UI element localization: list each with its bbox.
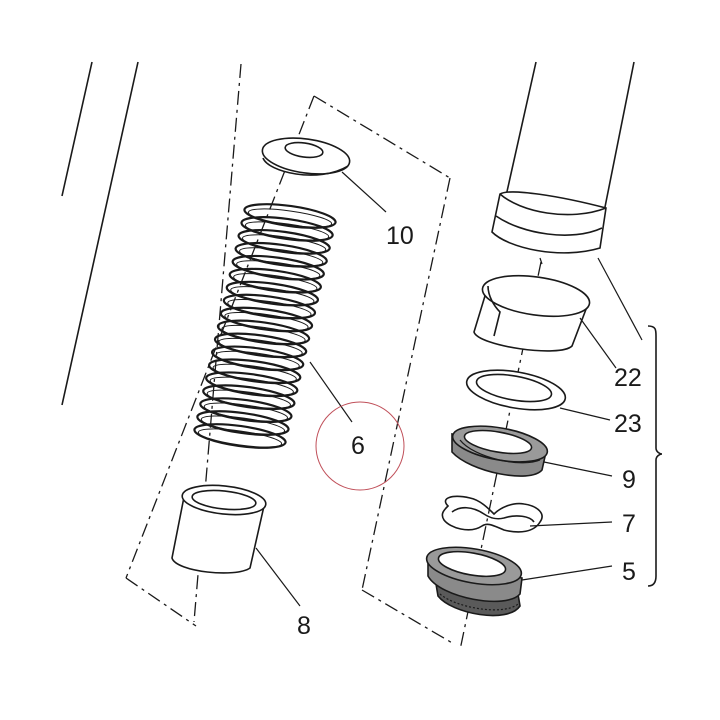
- callout-8: 8: [297, 612, 311, 640]
- highlight-circle: [315, 401, 405, 491]
- spring-coil-inner: [221, 324, 306, 345]
- spring-coil-inner: [203, 402, 288, 422]
- spring-coil-inner: [227, 299, 312, 319]
- callout-7: 7: [622, 510, 636, 538]
- part-6-spring: [193, 203, 337, 449]
- spring-coil: [213, 332, 308, 359]
- spring-coil-inner: [218, 337, 303, 357]
- spring-coil-inner: [224, 311, 309, 332]
- callout-10: 10: [386, 222, 414, 250]
- part-10-washer: [261, 137, 351, 176]
- spring-coil-inner: [233, 273, 318, 293]
- spring-coil-inner: [230, 286, 315, 306]
- spring-coil-inner: [247, 208, 333, 228]
- part-8-bushing: [171, 484, 267, 574]
- callout-6: 6: [351, 432, 365, 460]
- spring-coil-inner: [242, 234, 327, 254]
- callout-5: 5: [622, 558, 636, 586]
- spring-coil: [202, 384, 296, 411]
- spring-coil: [205, 371, 299, 398]
- spring-coil: [193, 423, 287, 449]
- spring-coil: [225, 280, 320, 307]
- spring-coil-inner: [206, 389, 291, 409]
- spring-coil: [208, 358, 302, 385]
- spring-coil-inner: [209, 376, 294, 396]
- leader-lines: [255, 171, 643, 607]
- spring-coil: [199, 397, 293, 424]
- spring-coil: [240, 216, 334, 242]
- part-5-dust-seal: [425, 546, 523, 617]
- spring-coil-inner: [244, 221, 330, 241]
- spring-coil: [234, 241, 328, 268]
- part-7-wire-clip: [441, 495, 543, 533]
- spring-coil: [243, 203, 337, 229]
- part-9-oil-seal: [451, 425, 549, 477]
- spring-coil: [216, 319, 311, 346]
- callout-9: 9: [622, 466, 636, 494]
- spring-coil: [228, 267, 322, 294]
- part-23-washer: [465, 369, 567, 411]
- spring-coil: [219, 306, 314, 333]
- group-brackets: [647, 325, 663, 587]
- fork-slider-tube: [491, 61, 635, 265]
- callout-23: 23: [614, 410, 642, 438]
- part-22-slider-bush: [473, 274, 591, 352]
- spring-coil-inner: [239, 247, 324, 267]
- spring-coil-inner: [212, 363, 297, 383]
- spring-coil: [210, 345, 305, 372]
- spring-coil: [222, 293, 317, 320]
- spring-coil-inner: [236, 260, 321, 280]
- spring-coil-inner: [215, 350, 300, 370]
- spring-coil: [231, 254, 325, 281]
- spring-coil-inner: [197, 428, 283, 448]
- callout-22: 22: [614, 364, 642, 392]
- callout-labels: 10 6 8 22 23 9 7 5: [297, 222, 642, 640]
- left-tube-outline: [61, 61, 139, 406]
- spring-coil: [196, 410, 290, 436]
- spring-coil: [237, 228, 331, 255]
- spring-coil-inner: [200, 415, 286, 435]
